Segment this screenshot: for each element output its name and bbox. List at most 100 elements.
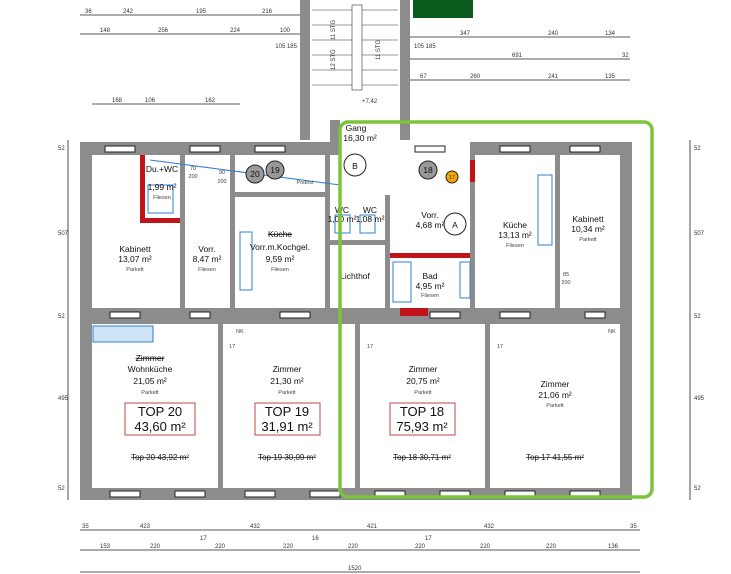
svg-text:421: 421 <box>367 524 378 530</box>
svg-text:100: 100 <box>280 28 291 34</box>
svg-text:220: 220 <box>150 544 161 550</box>
svg-text:Parkett: Parkett <box>278 390 296 396</box>
svg-text:105 185: 105 185 <box>414 44 436 50</box>
svg-text:260: 260 <box>470 74 481 80</box>
svg-text:Bad: Bad <box>422 271 437 281</box>
svg-text:NK: NK <box>236 329 244 335</box>
svg-text:31,91 m²: 31,91 m² <box>261 419 313 434</box>
svg-text:Parkett: Parkett <box>579 237 597 243</box>
svg-text:17: 17 <box>497 344 503 350</box>
svg-text:220: 220 <box>415 544 426 550</box>
svg-text:162: 162 <box>205 98 216 104</box>
svg-text:195: 195 <box>196 9 207 15</box>
svg-text:Parkett: Parkett <box>546 403 564 409</box>
svg-text:240: 240 <box>548 31 559 37</box>
svg-text:35: 35 <box>630 524 637 530</box>
svg-text:11 STG: 11 STG <box>376 39 382 60</box>
svg-text:52: 52 <box>694 314 701 320</box>
svg-text:Top 20 43,92 m²: Top 20 43,92 m² <box>131 453 189 462</box>
svg-text:220: 220 <box>480 544 491 550</box>
svg-text:Vorr.: Vorr. <box>198 244 215 254</box>
svg-text:70: 70 <box>190 166 196 172</box>
svg-text:Kabinett: Kabinett <box>572 214 604 224</box>
svg-text:Küche: Küche <box>268 229 292 239</box>
svg-text:11 STG: 11 STG <box>331 19 337 40</box>
svg-text:Vorr.m.Kochgel.: Vorr.m.Kochgel. <box>250 242 310 252</box>
svg-text:200: 200 <box>561 280 570 286</box>
svg-text:13,13 m²: 13,13 m² <box>498 230 532 240</box>
svg-text:432: 432 <box>250 524 261 530</box>
svg-text:Lichthof: Lichthof <box>340 271 370 281</box>
svg-text:168: 168 <box>112 98 123 104</box>
svg-text:52: 52 <box>694 486 701 492</box>
svg-text:12 STG: 12 STG <box>331 49 337 70</box>
svg-text:Du.+WC: Du.+WC <box>146 164 178 174</box>
svg-text:35: 35 <box>82 524 89 530</box>
svg-text:17: 17 <box>200 536 207 542</box>
svg-text:4,95 m²: 4,95 m² <box>416 281 445 291</box>
svg-text:90: 90 <box>219 170 225 176</box>
svg-text:220: 220 <box>283 544 294 550</box>
svg-text:216: 216 <box>262 9 273 15</box>
svg-text:153: 153 <box>100 544 111 550</box>
windows <box>104 145 606 498</box>
top-18-highlight <box>338 120 654 499</box>
svg-text:52: 52 <box>58 486 65 492</box>
svg-text:Fliesen: Fliesen <box>506 243 524 249</box>
svg-text:32: 32 <box>622 53 629 59</box>
svg-text:Zimmer: Zimmer <box>409 364 438 374</box>
svg-text:NK: NK <box>608 329 616 335</box>
svg-text:Wohnküche: Wohnküche <box>128 364 173 374</box>
svg-text:10,34 m²: 10,34 m² <box>571 224 605 234</box>
svg-text:Zimmer: Zimmer <box>273 364 302 374</box>
svg-text:Fliesen: Fliesen <box>198 267 216 273</box>
svg-text:507: 507 <box>58 231 69 237</box>
svg-text:85: 85 <box>563 272 569 278</box>
svg-text:256: 256 <box>158 28 169 34</box>
svg-text:Podest: Podest <box>296 180 314 186</box>
svg-text:136: 136 <box>608 544 619 550</box>
svg-text:Zimmer: Zimmer <box>136 353 165 363</box>
svg-text:8,47 m²: 8,47 m² <box>193 254 222 264</box>
svg-text:241: 241 <box>548 74 559 80</box>
svg-text:200: 200 <box>188 174 197 180</box>
svg-text:1,08 m²: 1,08 m² <box>356 214 385 224</box>
svg-text:B: B <box>352 161 358 171</box>
walls <box>80 120 632 500</box>
svg-text:135: 135 <box>605 74 616 80</box>
svg-text:148: 148 <box>100 28 111 34</box>
svg-text:Gang: Gang <box>346 123 367 133</box>
svg-text:Fliesen: Fliesen <box>153 195 171 201</box>
svg-text:52: 52 <box>694 146 701 152</box>
markers: B A 20 19 18 17 <box>245 153 467 236</box>
svg-text:21,05 m²: 21,05 m² <box>133 376 167 386</box>
svg-text:21,06 m²: 21,06 m² <box>538 390 572 400</box>
svg-text:TOP 18: TOP 18 <box>400 404 444 419</box>
svg-text:TOP 20: TOP 20 <box>138 404 182 419</box>
svg-text:432: 432 <box>484 524 495 530</box>
svg-text:Parkett: Parkett <box>141 390 159 396</box>
svg-text:19: 19 <box>270 165 280 175</box>
svg-text:20: 20 <box>250 169 260 179</box>
svg-text:Top 19 30,09 m²: Top 19 30,09 m² <box>258 453 316 462</box>
svg-text:Fliesen: Fliesen <box>421 293 439 299</box>
svg-text:A: A <box>452 220 458 230</box>
svg-text:TOP 19: TOP 19 <box>265 404 309 419</box>
svg-text:43,60 m²: 43,60 m² <box>134 419 186 434</box>
svg-text:WC: WC <box>363 205 377 215</box>
svg-text:52: 52 <box>58 146 65 152</box>
stairwell: 11 STG 12 STG 11 STG <box>300 0 473 140</box>
svg-text:347: 347 <box>460 31 471 37</box>
svg-text:Parkett: Parkett <box>126 267 144 273</box>
svg-text:21,30 m²: 21,30 m² <box>270 376 304 386</box>
svg-text:495: 495 <box>58 396 69 402</box>
svg-text:200: 200 <box>217 179 226 185</box>
svg-text:106: 106 <box>145 98 156 104</box>
svg-text:Top 18 30,71 m²: Top 18 30,71 m² <box>393 453 451 462</box>
